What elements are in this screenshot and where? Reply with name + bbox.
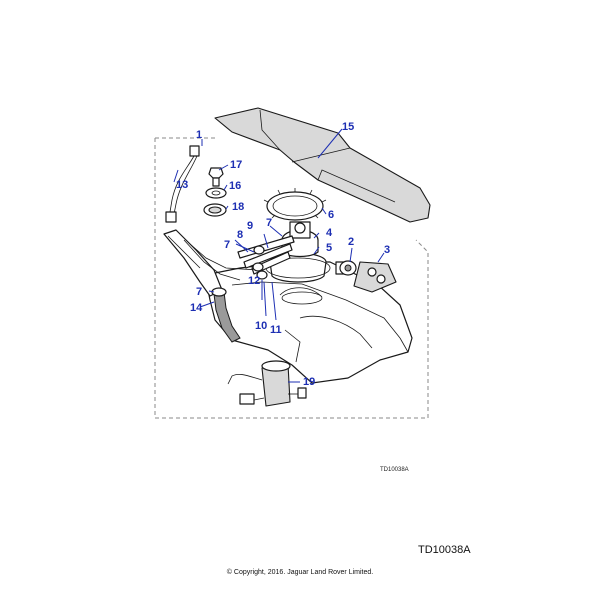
part-15-tank-cover-shield[interactable] <box>214 107 431 223</box>
callout-18: 18 <box>232 201 244 213</box>
callout-15: 15 <box>342 121 354 133</box>
callout-16: 16 <box>229 180 241 192</box>
part-14-hose[interactable] <box>213 291 241 343</box>
figure-reference-large: TD10038A <box>418 544 471 556</box>
callout-11: 11 <box>270 324 282 336</box>
assembly-boundary-frame <box>154 138 429 419</box>
callout-5: 5 <box>326 242 332 254</box>
part-6-locking-ring[interactable] <box>263 188 327 221</box>
callout-13: 13 <box>176 179 188 191</box>
part-16-washer[interactable] <box>205 187 227 199</box>
callout-17: 17 <box>230 159 242 171</box>
callout-7-low: 7 <box>196 286 202 298</box>
part-7-hose-clip-lower[interactable] <box>211 287 227 297</box>
callout-10: 10 <box>255 320 267 332</box>
callout-1: 1 <box>196 129 202 141</box>
callout-7-top: 7 <box>266 217 272 229</box>
part-3-gasket[interactable] <box>353 261 397 293</box>
callout-7-mid: 7 <box>224 239 230 251</box>
callout-8: 8 <box>237 229 243 241</box>
figure-reference-small: TD10038A <box>380 467 409 473</box>
callout-labels: 1 2 3 4 5 6 7 7 7 8 9 10 11 12 13 14 15 … <box>176 121 390 388</box>
callout-4: 4 <box>326 227 333 239</box>
callout-12: 12 <box>248 275 260 287</box>
copyright-notice: © Copyright, 2016. Jaguar Land Rover Lim… <box>226 569 374 576</box>
part-17-bolt[interactable] <box>208 167 224 187</box>
part-13-wiring-harness[interactable] <box>165 145 200 223</box>
pump-connector-pipes[interactable] <box>237 235 295 280</box>
part-2-valve[interactable] <box>335 260 357 276</box>
callout-3: 3 <box>384 244 390 256</box>
callout-2: 2 <box>348 236 354 248</box>
part-18-grommet[interactable] <box>203 203 227 217</box>
part-19-fuel-pump-assembly[interactable] <box>227 360 307 407</box>
callout-19: 19 <box>303 376 315 388</box>
leader-lines <box>173 128 385 383</box>
callout-9: 9 <box>247 220 253 232</box>
callout-6: 6 <box>328 209 334 221</box>
callout-14: 14 <box>190 302 203 314</box>
